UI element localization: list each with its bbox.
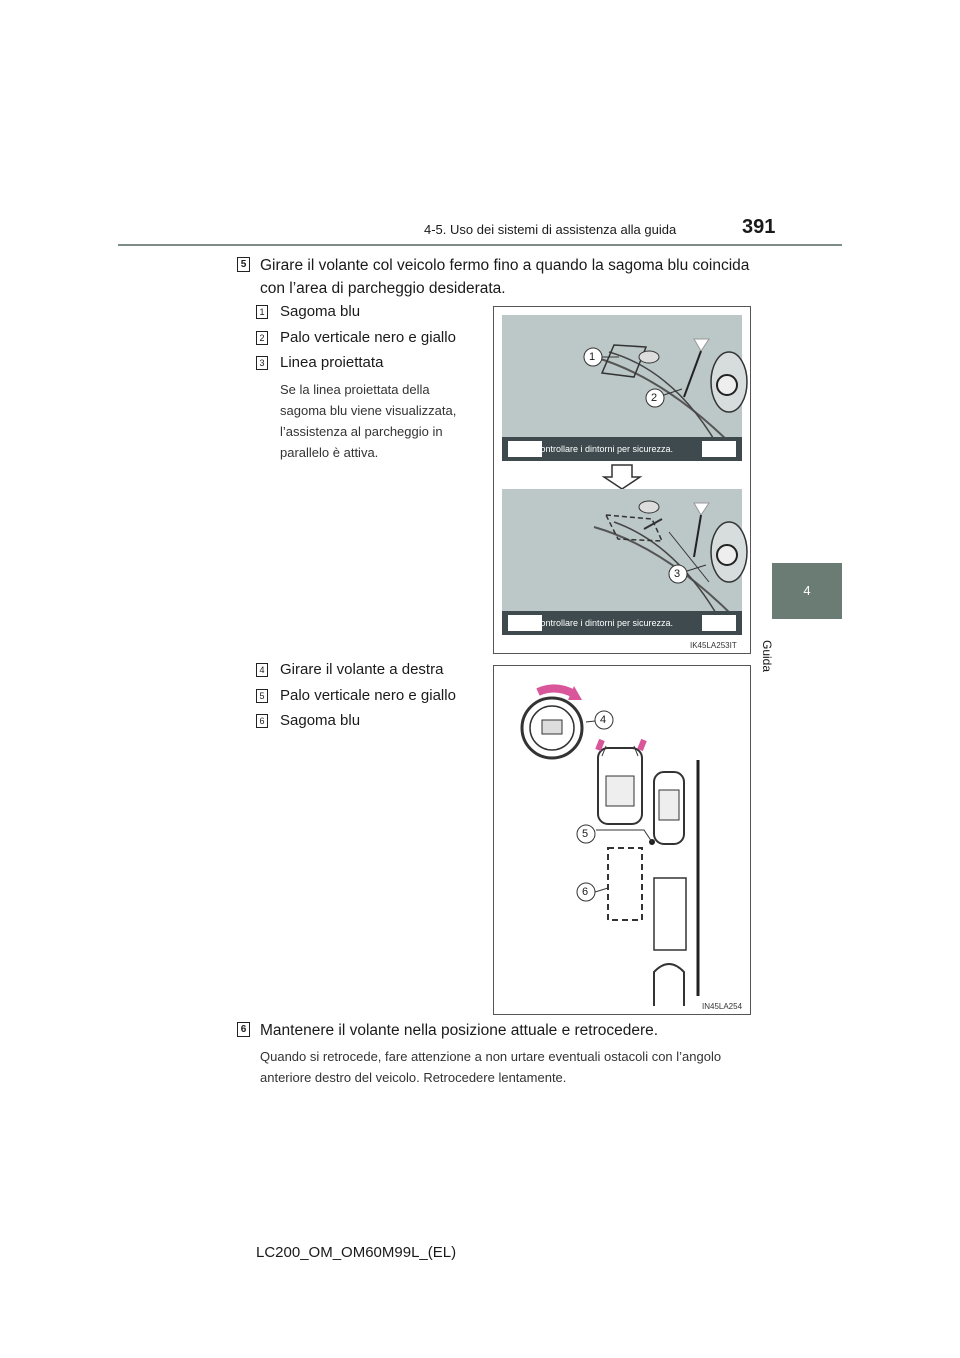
item-number-2: 2 <box>256 331 268 345</box>
item-label-4: Girare il volante a destra <box>280 661 444 678</box>
document-code: LC200_OM_OM60M99L_(EL) <box>256 1244 457 1261</box>
figure1-callout-1: 1 <box>589 351 596 363</box>
section-title: 4-5. Uso dei sistemi di assistenza alla … <box>424 222 677 237</box>
step-number-6: 6 <box>237 1022 250 1037</box>
figure-parking-maneuver: 4 5 6 IN45LA254 <box>493 665 751 1015</box>
step-number-5: 5 <box>237 257 250 272</box>
step6-note-line1: Quando si retrocede, fare attenzione a n… <box>260 1049 722 1064</box>
step5-note-line2: sagoma blu viene visualizzata, <box>280 403 457 418</box>
step5-note-line4: parallelo è attiva. <box>280 445 379 460</box>
figure2-callout-4: 4 <box>600 714 607 726</box>
chapter-tab-label: Guida <box>760 630 774 690</box>
item-number-5: 5 <box>256 689 268 703</box>
header-rule <box>118 244 842 246</box>
parking-maneuver-illustration <box>520 684 700 1006</box>
step5-note-line1: Se la linea proiettata della <box>280 382 430 397</box>
item-label-1: Sagoma blu <box>280 303 361 320</box>
figure-parking-screens: Controllare i dintorni per sicurezza. Co… <box>493 306 751 654</box>
screen1-banner-text: Controllare i dintorni per sicurezza. <box>534 444 674 454</box>
page-number: 391 <box>742 216 776 238</box>
step5-text-line1: Girare il volante col veicolo fermo fino… <box>260 257 750 274</box>
parking-screens-illustration <box>502 315 748 635</box>
item-label-6: Sagoma blu <box>280 712 361 729</box>
step6-text: Mantenere il volante nella posizione att… <box>260 1022 659 1039</box>
item-label-3: Linea proiettata <box>280 354 384 371</box>
item-number-6: 6 <box>256 714 268 728</box>
blue-silhouette-shape <box>600 344 648 378</box>
figure1-code: IK45LA253IT <box>690 641 737 650</box>
step6-note-line2: anteriore destro del veicolo. Retroceder… <box>260 1070 567 1085</box>
item-label-2: Palo verticale nero e giallo <box>280 329 456 346</box>
item-number-4: 4 <box>256 663 268 677</box>
step5-note-line3: l’assistenza al parcheggio in <box>280 424 443 439</box>
item-number-3: 3 <box>256 356 268 370</box>
figure2-callout-6: 6 <box>582 886 589 898</box>
blue-silhouette-outline <box>607 847 643 921</box>
rotate-right-arrow-icon <box>536 684 576 698</box>
chapter-label-text: Guida <box>760 640 774 673</box>
figure2-callout-5: 5 <box>582 828 589 840</box>
figure1-callout-3: 3 <box>674 568 681 580</box>
chapter-tab: 4 <box>772 563 842 619</box>
screen2-banner-text: Controllare i dintorni per sicurezza. <box>534 618 674 628</box>
item-label-5: Palo verticale nero e giallo <box>280 687 456 704</box>
figure2-code: IN45LA254 <box>702 1002 743 1011</box>
item-number-1: 1 <box>256 305 268 319</box>
figure1-callout-2: 2 <box>651 392 658 404</box>
step5-text-line2: con l’area di parcheggio desiderata. <box>260 280 506 297</box>
